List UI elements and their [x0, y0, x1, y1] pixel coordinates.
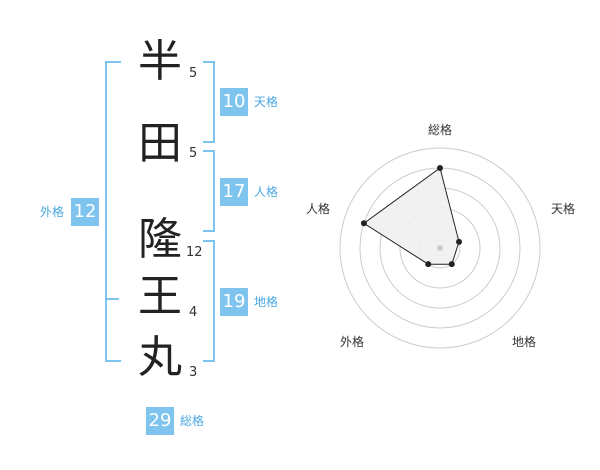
radar-axis-label-tenkaku: 天格	[551, 201, 575, 216]
jinkaku-value: 17	[220, 178, 248, 206]
radar-point	[456, 238, 463, 245]
name-char-1: 半	[138, 36, 182, 87]
tenkaku-bracket	[203, 61, 215, 143]
radar-center-dot	[437, 245, 443, 251]
gaikaku-bracket-tick	[105, 298, 119, 300]
stroke-count-4: 4	[189, 305, 198, 320]
radar-point	[360, 220, 367, 227]
radar-axis-label-chikaku: 地格	[512, 334, 536, 349]
tenkaku-label: 天格	[254, 95, 279, 109]
name-char-3: 隆	[138, 214, 182, 265]
tenkaku-value: 10	[220, 88, 248, 116]
radar-point	[448, 261, 455, 268]
radar-axis-label-gaikaku: 外格	[340, 334, 364, 349]
name-char-5: 丸	[138, 332, 182, 383]
chikaku-value: 19	[220, 288, 248, 316]
stroke-count-2: 5	[189, 146, 198, 161]
gaikaku-value: 12	[71, 198, 99, 226]
radar-ring	[339, 147, 541, 349]
stroke-count-1: 5	[189, 66, 198, 81]
stroke-count-3: 12	[186, 245, 203, 260]
radar-axis-label-soukaku: 総格	[428, 122, 452, 137]
radar-point	[437, 165, 443, 171]
radar-point	[425, 261, 432, 268]
soukaku-value: 29	[146, 407, 174, 435]
radar-polygon	[363, 167, 460, 265]
chikaku-bracket	[203, 240, 215, 362]
soukaku-label: 総格	[180, 414, 205, 428]
stroke-count-5: 3	[189, 365, 198, 380]
name-char-2: 田	[138, 118, 182, 169]
name-char-4: 王	[138, 271, 182, 322]
gaikaku-bracket	[105, 61, 121, 362]
radar-axis-label-jinkaku: 人格	[306, 201, 330, 216]
gaikaku-label: 外格	[40, 205, 65, 219]
jinkaku-label: 人格	[254, 185, 279, 199]
jinkaku-bracket	[203, 150, 215, 232]
chikaku-label: 地格	[254, 295, 279, 309]
